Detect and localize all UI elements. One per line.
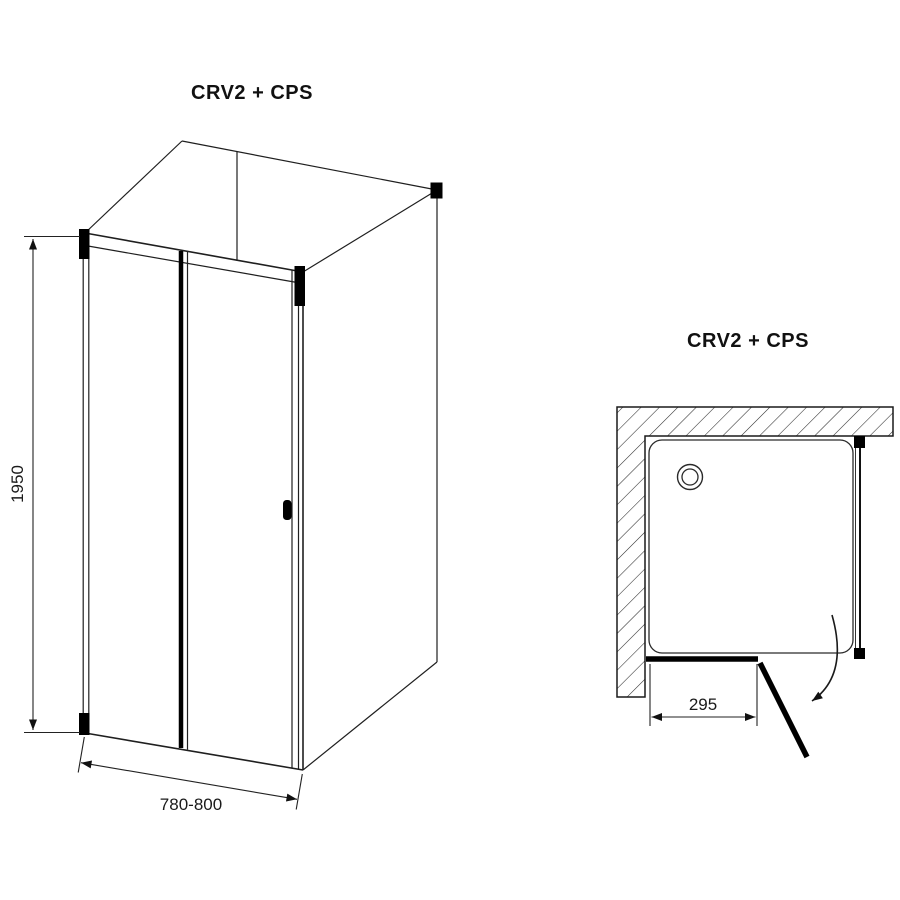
front-view-title: CRV2 + CPS: [191, 82, 313, 104]
door-hinge-profile: [178, 251, 189, 750]
dimension-width: 780-800: [77, 736, 303, 814]
side-panel-plan: [854, 436, 865, 659]
wall-profile-left: [79, 229, 90, 735]
dimension-depth: 295: [649, 664, 758, 726]
wall-bracket-bottom-left: [79, 713, 90, 735]
width-dimension-label: 780-800: [160, 795, 222, 814]
door-leaf-open: [757, 661, 810, 759]
side-panel-bottom-bracket: [854, 648, 865, 659]
width-extension-right: [295, 773, 303, 810]
wall-bracket-top-left: [79, 229, 90, 259]
shower-tray-outline: [648, 439, 854, 654]
front-top-edge: [84, 232, 304, 273]
wall-section-hatched: [616, 406, 894, 698]
plan-view-title: CRV2 + CPS: [687, 330, 809, 352]
pivot-door-plan: [646, 614, 839, 759]
door-swing-arrow: [811, 614, 839, 702]
height-dimension-label: 1950: [8, 465, 27, 503]
enclosure-frame: [84, 140, 438, 771]
drain-inner-circle: [681, 468, 699, 486]
width-extension-left: [77, 736, 85, 773]
door-handle: [283, 500, 292, 520]
top-back-edge: [181, 140, 438, 191]
corner-bracket-top: [294, 266, 305, 306]
front-bottom-edge: [84, 732, 304, 771]
door-panel: [283, 266, 305, 770]
plan-view: CRV2 + CPS 295: [616, 330, 894, 759]
dimension-height: 1950: [8, 235, 80, 734]
front-top-profile-line: [87, 245, 301, 284]
side-panel-top-edge: [302, 189, 438, 273]
width-dimension-line: [80, 760, 298, 802]
side-panel-wall-bracket: [430, 182, 443, 199]
side-panel-bottom-edge: [302, 661, 438, 771]
top-left-back-edge: [84, 140, 183, 234]
depth-dimension-label: 295: [689, 695, 717, 714]
drain-outer-circle: [676, 463, 704, 491]
side-panel-top-bracket: [854, 436, 865, 448]
front-view: CRV2 + CPS: [8, 82, 443, 814]
